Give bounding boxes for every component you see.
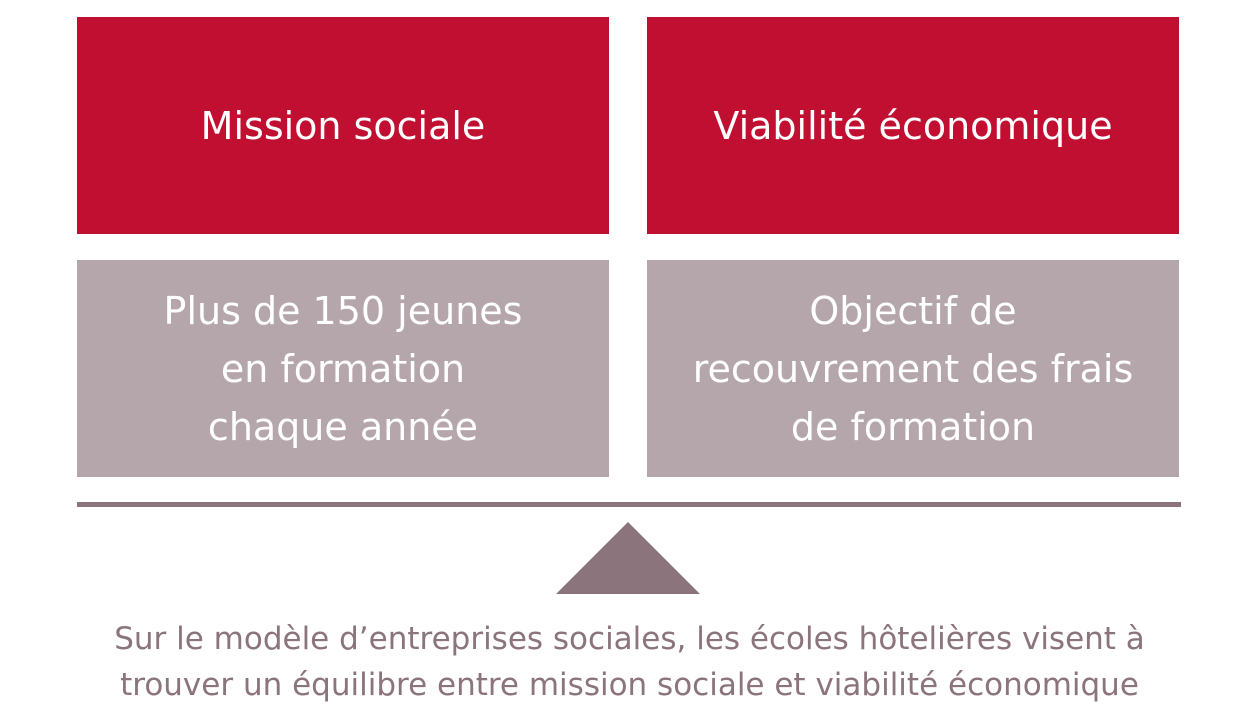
viabilite-economique-label: Viabilité économique [713, 103, 1113, 148]
caption: Sur le modèle d’entreprises sociales, le… [40, 616, 1219, 708]
viabilite-economique-box: Viabilité économique [647, 17, 1179, 234]
formation-jeunes-box: Plus de 150 jeunes en formation chaque a… [77, 260, 609, 477]
balance-beam [77, 502, 1181, 507]
formation-jeunes-text: Plus de 150 jeunes en formation chaque a… [144, 282, 543, 456]
mission-sociale-box: Mission sociale [77, 17, 609, 234]
recouvrement-frais-line-2: recouvrement des frais [692, 346, 1134, 391]
formation-jeunes-line-1: Plus de 150 jeunes [163, 288, 523, 333]
recouvrement-frais-text: Objectif de recouvrement des frais de fo… [673, 282, 1154, 456]
mission-sociale-label: Mission sociale [200, 103, 486, 148]
caption-line-1: Sur le modèle d’entreprises sociales, le… [114, 621, 1145, 657]
formation-jeunes-line-3: chaque année [207, 404, 479, 449]
formation-jeunes-line-2: en formation [220, 346, 466, 391]
recouvrement-frais-box: Objectif de recouvrement des frais de fo… [647, 260, 1179, 477]
fulcrum-triangle-icon [556, 522, 700, 594]
recouvrement-frais-line-1: Objectif de [809, 288, 1017, 333]
recouvrement-frais-line-3: de formation [790, 404, 1036, 449]
caption-line-2: trouver un équilibre entre mission socia… [120, 667, 1139, 703]
